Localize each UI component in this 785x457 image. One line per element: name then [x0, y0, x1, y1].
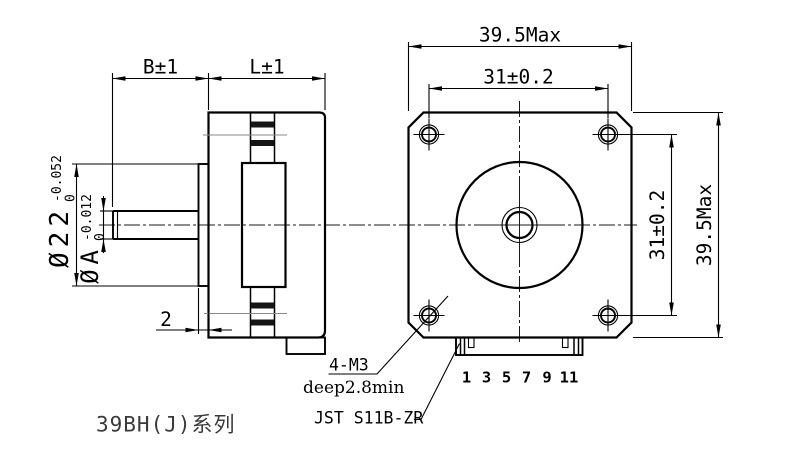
- dim-height-right-label: 39.5Max: [693, 184, 716, 266]
- pilot-boss: [197, 163, 210, 287]
- pin-label-7: 7: [522, 369, 531, 387]
- dim-shaft-diameter-label: ØA: [76, 245, 104, 284]
- dim-body-length-label: L±1: [249, 56, 284, 79]
- shaft-circle-outer: [501, 206, 538, 244]
- centerlines: [99, 101, 637, 344]
- shaft: [112, 210, 199, 240]
- side-view: B±1 L±1 Ø22 -0.052 0: [45, 56, 327, 355]
- dim-pilot-depth: 2: [156, 288, 232, 334]
- note-connector: JST S11B-ZR: [314, 343, 460, 428]
- tie-rod-channel: [203, 112, 287, 338]
- mounting-holes: [413, 118, 624, 332]
- mounting-hole-top-left: [413, 118, 445, 151]
- dim-height-right: 39.5Max: [633, 111, 723, 339]
- connector-bump-side: [285, 336, 326, 355]
- dim-pilot-diameter-label: Ø22: [45, 206, 75, 268]
- pin-label-9: 9: [542, 369, 551, 387]
- dim-hole-spacing-top: 31±0.2: [428, 66, 609, 118]
- dim-shaft-length-label: B±1: [143, 56, 178, 79]
- mounting-hole-bottom-left: [413, 299, 445, 332]
- dim-pilot-depth-label: 2: [160, 308, 172, 331]
- connector-front: [455, 336, 584, 356]
- dim-hole-spacing-right: 31±0.2: [618, 133, 677, 317]
- dim-shaft-diameter: ØA -0.012 0: [76, 194, 113, 284]
- dim-shaft-diameter-tol-upper: 0: [93, 233, 108, 241]
- note-mounting-holes-line1: 4-M3: [329, 356, 369, 375]
- dim-width-top: 39.5Max: [407, 24, 633, 111]
- note-mounting-holes-line2: deep2.8min: [303, 378, 404, 398]
- leader-line-connector: [414, 343, 460, 421]
- stator-stack: [240, 161, 287, 289]
- dim-hole-spacing-top-label: 31±0.2: [483, 66, 553, 89]
- dim-body-length: L±1: [208, 56, 326, 110]
- shaft-circle: [505, 210, 534, 240]
- mounting-plate-outline: [407, 111, 633, 339]
- drawing-title: 39BH(J)系列: [96, 413, 236, 437]
- front-view: 1 3 5 7 9 11 39.5Max 31±0.2: [303, 24, 723, 428]
- dim-hole-spacing-right-label: 31±0.2: [646, 190, 669, 260]
- pin-label-1: 1: [462, 369, 471, 387]
- note-mounting-holes: 4-M3 deep2.8min: [303, 295, 449, 398]
- pin-labels: 1 3 5 7 9 11: [462, 369, 579, 387]
- dim-pilot-diameter: Ø22 -0.052 0: [45, 155, 198, 287]
- leader-line-4m3: [328, 295, 449, 375]
- dim-pilot-diameter-tol-upper: 0: [64, 194, 79, 202]
- note-connector-label: JST S11B-ZR: [314, 409, 423, 428]
- dim-pilot-diameter-tol-lower: -0.052: [50, 155, 65, 202]
- dim-shaft-diameter-tol-lower: -0.012: [80, 194, 95, 241]
- pin-label-3: 3: [482, 369, 491, 387]
- pin-label-11: 11: [560, 369, 579, 387]
- pin-label-5: 5: [502, 369, 511, 387]
- dim-width-top-label: 39.5Max: [479, 24, 561, 47]
- pilot-boss-circle: [455, 160, 584, 290]
